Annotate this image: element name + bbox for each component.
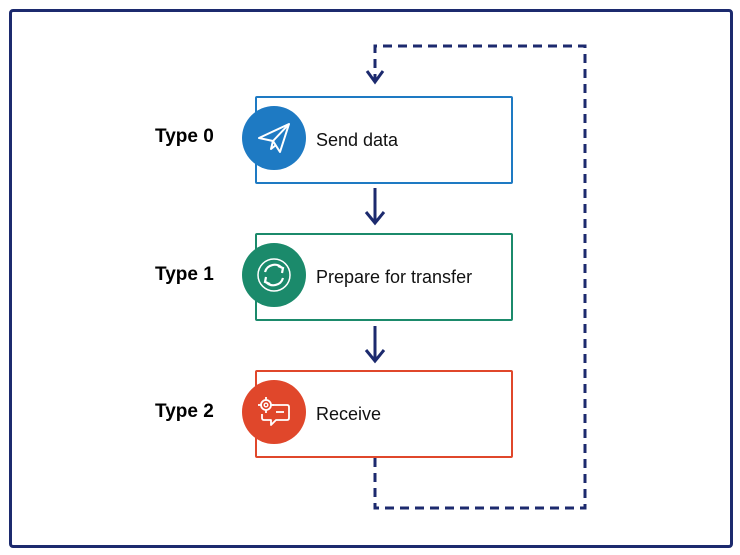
send-data-icon-badge: [242, 106, 306, 170]
loop-back-dashed-connector: [373, 44, 587, 510]
step-text-prepare-for-transfer: Prepare for transfer: [316, 267, 473, 287]
prepare-icon-badge: [242, 243, 306, 307]
step-text-send-data: Send data: [316, 130, 399, 150]
type-1-label: Type 1: [155, 264, 214, 285]
type-2-label: Type 2: [155, 401, 214, 422]
gear-message-icon: [258, 397, 290, 426]
loop-arrowhead: [365, 70, 385, 85]
receive-icon-badge: [242, 380, 306, 444]
type-0-label: Type 0: [155, 126, 214, 147]
refresh-cycle-icon: [257, 258, 291, 292]
step-text-receive: Receive: [316, 404, 382, 424]
paper-plane-icon: [258, 123, 290, 153]
